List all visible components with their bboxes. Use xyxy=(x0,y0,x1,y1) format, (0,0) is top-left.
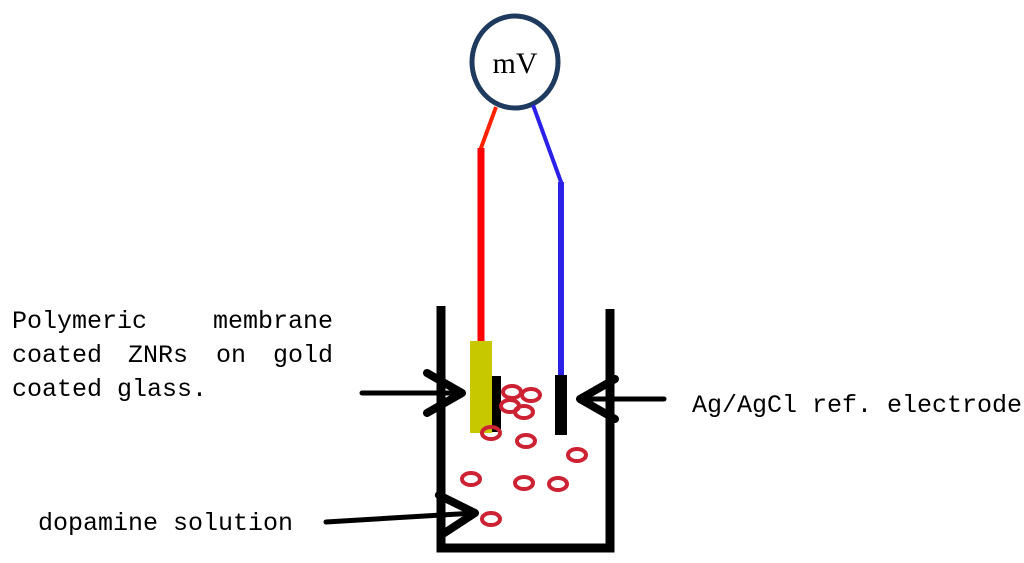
negative-wire xyxy=(531,104,563,375)
dopamine-particle xyxy=(513,475,535,491)
membrane-label-line2-word2: ZNRs xyxy=(128,341,188,370)
znr-membrane-layer xyxy=(492,376,501,432)
dopamine-particle xyxy=(480,425,502,441)
millivolt-meter: mV xyxy=(469,13,561,111)
reference-electrode-label: Ag/AgCl ref. electrode xyxy=(692,391,1022,420)
dopamine-particle xyxy=(520,387,542,403)
gold-coated-glass xyxy=(470,341,492,433)
meter-circle xyxy=(469,13,561,111)
dopamine-particle xyxy=(547,476,569,492)
dopamine-particle xyxy=(460,471,482,487)
wires xyxy=(477,104,564,375)
dopamine-particle xyxy=(480,511,502,527)
membrane-label-line3: coated glass. xyxy=(12,375,207,404)
membrane-label: Polymeric membrane coated ZNRs on gold c… xyxy=(12,307,333,404)
dopamine-particle xyxy=(501,384,523,400)
dopamine-particle xyxy=(513,404,535,420)
membrane-label-line1-word1: Polymeric xyxy=(12,307,147,336)
reference-electrode xyxy=(555,375,567,435)
meter-label: mV xyxy=(493,47,538,80)
working-electrode xyxy=(470,341,501,433)
beaker xyxy=(436,306,615,553)
dopamine-particle xyxy=(566,447,588,463)
pointer-arrows xyxy=(323,369,667,540)
solution-arrow xyxy=(323,491,479,540)
dopamine-particle xyxy=(515,433,537,449)
dopamine-particles xyxy=(460,384,588,527)
membrane-label-line2-word1: coated xyxy=(12,341,102,370)
membrane-label-line1-word2: membrane xyxy=(213,307,333,336)
membrane-label-line2-word3: on xyxy=(216,341,246,370)
membrane-label-line2-word4: gold xyxy=(273,341,333,370)
solution-label: dopamine solution xyxy=(38,509,293,538)
